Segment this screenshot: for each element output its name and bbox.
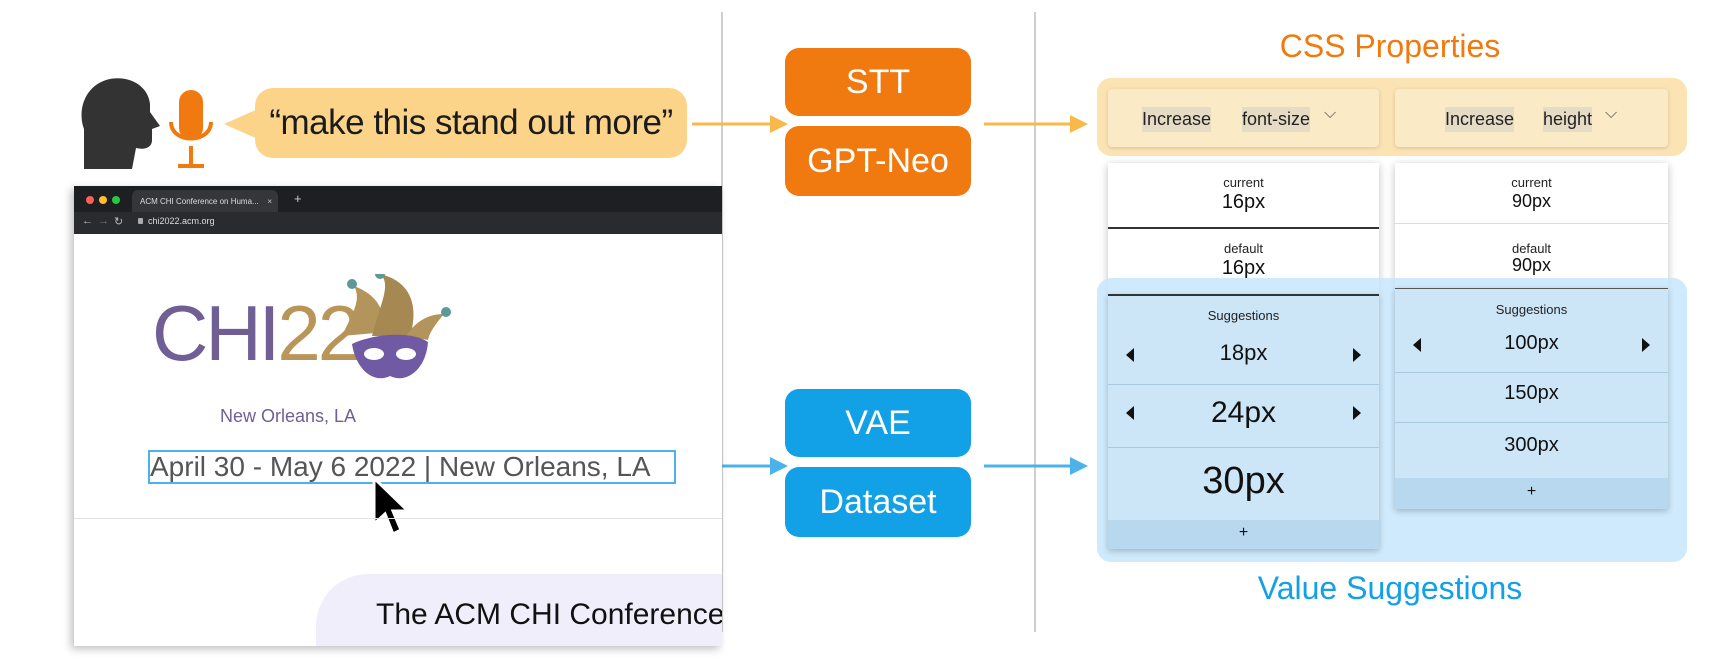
address-bar[interactable]: ← → ↻ chi2022.acm.org [74, 212, 722, 234]
maximize-window-icon[interactable] [112, 196, 120, 204]
suggestion-row[interactable]: 300px [1395, 424, 1668, 468]
suggestion-value: 18px [1219, 340, 1268, 365]
arrow-quote-to-stt [692, 115, 788, 133]
close-tab-icon[interactable]: × [267, 196, 272, 206]
current-value: 16px [1221, 191, 1266, 213]
back-icon[interactable]: ← [82, 215, 93, 227]
logo-chi-text: CHI [152, 289, 280, 377]
property-selector-font-size[interactable]: Increase font-size ⌵ [1108, 89, 1379, 147]
browser-tab[interactable]: ACM CHI Conference on Huma... × [132, 190, 278, 212]
suggestion-row[interactable]: 18px [1108, 332, 1379, 378]
voice-command-bubble: “make this stand out more” [255, 88, 687, 158]
browser-window: ACM CHI Conference on Huma... × + ← → ↻ … [74, 186, 722, 646]
suggestion-divider [1108, 384, 1379, 385]
current-label: current [1511, 175, 1552, 190]
jester-mask-icon [342, 274, 451, 379]
stt-pill: STT [785, 48, 971, 116]
speaking-head-icon [81, 78, 160, 169]
property-action-label: Increase [1445, 107, 1515, 132]
suggestion-divider [1108, 447, 1379, 448]
height-suggestions: Suggestions 100px 150px 300px + [1395, 288, 1668, 509]
microphone-icon [169, 90, 213, 168]
banner-text: The ACM CHI Conference [376, 598, 722, 631]
property-selector-height[interactable]: Increase height ⌵ [1395, 89, 1668, 147]
tab-title: ACM CHI Conference on Huma... [140, 196, 259, 206]
add-label: + [1238, 524, 1249, 541]
logo-subtitle: New Orleans, LA [220, 406, 357, 426]
browser-tab-bar: ACM CHI Conference on Huma... × + [74, 186, 722, 212]
add-suggestion-button[interactable]: + [1395, 478, 1668, 509]
suggestion-row[interactable]: 100px [1395, 324, 1668, 368]
add-suggestion-button[interactable]: + [1108, 520, 1379, 549]
forward-icon[interactable]: → [98, 215, 109, 227]
default-value: 90px [1511, 255, 1552, 275]
arrow-pipeline-to-suggestions [984, 457, 1088, 475]
suggestion-value: 150px [1504, 382, 1559, 404]
suggestions-label: Suggestions [1495, 302, 1568, 317]
previous-arrow-icon[interactable] [1126, 348, 1134, 362]
default-label: default [1511, 241, 1552, 256]
lock-icon [138, 218, 143, 224]
suggestion-divider [1395, 372, 1668, 373]
font-size-suggestions: Suggestions 18px 24px 30px + [1108, 294, 1379, 549]
current-label: current [1223, 175, 1264, 190]
date-location-text: April 30 - May 6 2022 | New Orleans, LA [150, 451, 651, 482]
suggestion-divider [1395, 422, 1668, 423]
suggestions-label: Suggestions [1207, 308, 1280, 323]
suggestion-value: 100px [1504, 332, 1559, 354]
property-name-dropdown[interactable]: font-size [1242, 107, 1311, 132]
chevron-down-icon[interactable]: ⌵ [1324, 105, 1337, 122]
suggestion-value: 300px [1504, 434, 1559, 456]
suggestion-row[interactable]: 150px [1395, 374, 1668, 418]
property-name-dropdown[interactable]: height [1543, 107, 1593, 132]
css-properties-title: CSS Properties [1279, 28, 1501, 64]
suggestion-row[interactable]: 30px [1108, 450, 1379, 512]
default-value: 16px [1221, 257, 1266, 279]
chevron-down-icon[interactable]: ⌵ [1605, 105, 1618, 122]
mouse-cursor-icon [372, 476, 412, 537]
divider-left [721, 12, 723, 632]
next-arrow-icon[interactable] [1353, 406, 1361, 420]
vae-pill: VAE [785, 389, 971, 457]
suggestions-top-divider [1395, 288, 1668, 289]
close-window-icon[interactable] [86, 196, 94, 204]
suggestions-top-divider [1108, 294, 1379, 296]
add-label: + [1526, 483, 1537, 500]
arrow-pipeline-to-properties [984, 115, 1088, 133]
current-divider [1108, 227, 1379, 229]
value-suggestions-title: Value Suggestions [1257, 570, 1523, 606]
separator-line [74, 518, 722, 519]
suggestion-value: 24px [1210, 396, 1277, 429]
dataset-pill: Dataset [785, 467, 971, 537]
date-location-selection[interactable] [148, 450, 676, 484]
previous-arrow-icon[interactable] [1413, 338, 1421, 352]
quote-bubble-tail [224, 108, 260, 140]
url-text: chi2022.acm.org [148, 216, 215, 226]
reload-icon[interactable]: ↻ [114, 216, 124, 228]
gpt-neo-pill: GPT-Neo [785, 126, 971, 196]
conference-banner [316, 574, 722, 646]
minimize-window-icon[interactable] [99, 196, 107, 204]
default-label: default [1223, 241, 1264, 256]
divider-right [1034, 12, 1036, 632]
suggestion-value: 30px [1202, 460, 1285, 502]
current-divider [1395, 223, 1668, 224]
property-action-label: Increase [1142, 107, 1212, 132]
previous-arrow-icon[interactable] [1126, 406, 1134, 420]
next-arrow-icon[interactable] [1353, 348, 1361, 362]
suggestion-row[interactable]: 24px [1108, 386, 1379, 442]
new-tab-icon[interactable]: + [294, 191, 302, 206]
next-arrow-icon[interactable] [1642, 338, 1650, 352]
current-value: 90px [1511, 191, 1552, 211]
